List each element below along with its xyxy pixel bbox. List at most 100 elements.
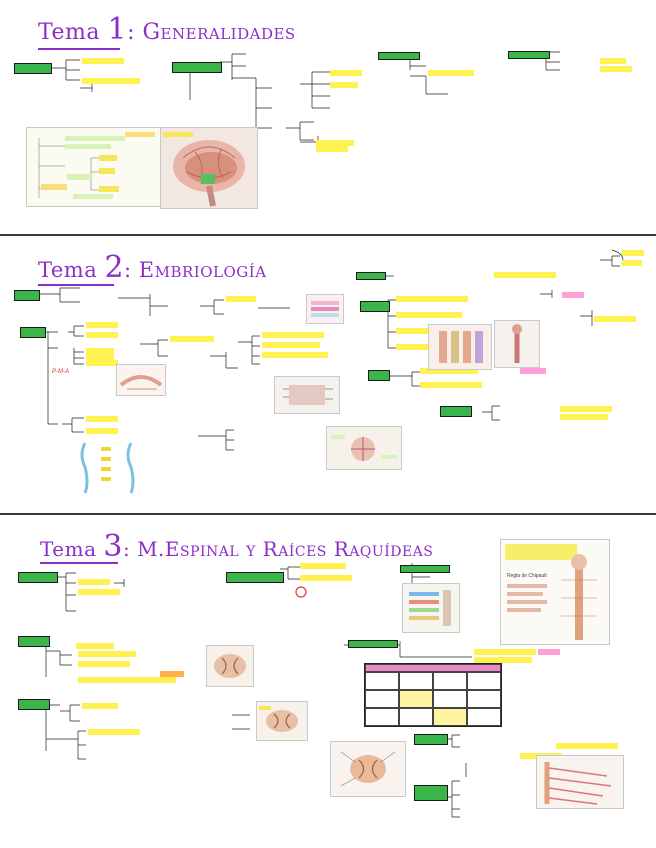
- table-header-row: [365, 664, 501, 672]
- tema2-highlight-24: [622, 260, 642, 266]
- tema1-box-concept: [14, 63, 52, 74]
- tema2-image-5-drawing: [439, 331, 483, 363]
- table-cell: [467, 690, 501, 708]
- table-cell: [399, 690, 433, 708]
- tema3-highlight-11: [474, 649, 536, 655]
- tema3-highlight-12: [474, 657, 532, 663]
- tema2-highlight-19: [420, 368, 478, 374]
- tema1-concept-map-drawing: [38, 132, 155, 199]
- tema3-cross-section-3: [330, 741, 406, 797]
- tema1-highlight-7: [600, 66, 632, 72]
- tema1-highlight-5: [428, 70, 474, 76]
- tema2-box-4: [360, 301, 390, 312]
- tema2-highlight-17: [494, 272, 556, 278]
- tema3-circled-mark-icon: [295, 586, 307, 598]
- tema1-brain-image: [160, 127, 258, 209]
- tema3-highlight-2: [78, 589, 120, 595]
- tema3-highlight-6: [78, 677, 176, 683]
- tema2-box-3: [356, 272, 386, 280]
- tema2-highlight-5: [86, 360, 118, 366]
- tema2-box-6: [440, 406, 472, 417]
- tema2-highlight-18: [594, 316, 636, 322]
- tema1-title: Tema 1: Generalidades: [38, 12, 296, 50]
- table-cell: [399, 672, 433, 690]
- tema2-highlight-6: [86, 416, 118, 422]
- chipault-yellow-note: [505, 544, 577, 560]
- tema2-image-2: [116, 364, 166, 396]
- tema3-cross-section-2-drawing: [259, 706, 298, 732]
- tema3-highlight-1: [78, 579, 110, 585]
- tema3-box-3: [400, 565, 450, 573]
- table-cell: [433, 690, 467, 708]
- table-cell: [433, 708, 467, 726]
- tema3-highlight-7: [82, 703, 118, 709]
- tema3-title: Tema 3: M.Espinal y Raíces Raquídeas: [40, 529, 433, 564]
- tema2-highlight-23: [622, 250, 644, 256]
- tema2-highlight-13: [396, 296, 468, 302]
- tema3-box-1: [18, 572, 58, 583]
- tema1-panel: Tema 1: Generalidades: [0, 0, 656, 233]
- tema3-title-name: M.Espinal y Raíces Raquídeas: [137, 537, 434, 561]
- table-cell: [467, 672, 501, 690]
- tema2-highlight-12: [170, 336, 214, 342]
- tema2-highlight-20: [420, 382, 482, 388]
- tema3-highlight-9: [300, 563, 346, 569]
- table-cell: [365, 690, 399, 708]
- tema2-highlight-9: [262, 332, 324, 338]
- tema2-highlight-3: [86, 348, 114, 354]
- tema3-chipault-image: Regla de Chipault: [500, 539, 610, 645]
- tema1-highlight-1: [82, 58, 124, 64]
- tema1-box-right-2: [508, 51, 550, 59]
- tema3-title-label: Tema: [40, 537, 97, 561]
- tema1-concept-map-image: [26, 127, 162, 207]
- tema2-title-label: Tema: [38, 258, 98, 282]
- tema2-highlight-21: [560, 406, 612, 412]
- tema3-box-6: [348, 640, 398, 648]
- tema1-title-separator: :: [127, 20, 135, 45]
- tema3-box-7: [414, 734, 448, 745]
- tema3-box-4: [18, 636, 50, 647]
- tema3-highlight-13: [556, 743, 618, 749]
- tema3-title-separator: :: [122, 537, 131, 561]
- tema2-image-3: [274, 376, 340, 414]
- tema1-brain-drawing: [163, 132, 245, 207]
- table-cell: [399, 708, 433, 726]
- tema3-reference-table: [364, 663, 502, 727]
- tema2-image-1: [306, 294, 344, 324]
- tema3-panel: Tema 3: M.Espinal y Raíces Raquídeas: [0, 515, 656, 848]
- tema3-highlight-4: [78, 651, 136, 657]
- tema2-image-2-drawing: [119, 375, 163, 390]
- tema1-title-number: 1: [107, 12, 128, 47]
- tema2-pink-highlight-2: [562, 292, 584, 298]
- table-cell: [365, 672, 399, 690]
- tema2-image-5: [428, 324, 492, 370]
- tema3-connectors: [45, 563, 472, 818]
- tema3-box-2: [226, 572, 284, 583]
- tema2-highlight-1: [86, 322, 118, 328]
- tema2-title-separator: :: [124, 258, 132, 282]
- tema3-orange-highlight-1: [160, 671, 184, 677]
- tema1-highlight-4: [330, 82, 358, 88]
- tema2-image-1-drawing: [311, 301, 339, 317]
- tema3-cross-section-2: [256, 701, 308, 741]
- tema3-highlight-8: [88, 729, 140, 735]
- tema2-highlight-8: [226, 296, 256, 302]
- table-cell: [433, 672, 467, 690]
- tema3-highlight-5: [78, 661, 130, 667]
- tema2-box-1: [14, 290, 40, 301]
- tema2-image-4-drawing: [331, 435, 397, 461]
- tema2-image-6-drawing: [512, 324, 522, 363]
- tema3-plexus-image: [536, 755, 624, 809]
- tema3-image-1: [402, 583, 460, 633]
- tema3-box-5: [18, 699, 50, 710]
- table-cell: [365, 708, 399, 726]
- tema3-highlight-3: [76, 643, 114, 649]
- tema3-highlight-10: [300, 575, 352, 581]
- tema3-plexus-drawing: [544, 762, 612, 805]
- tema2-highlight-22: [560, 414, 608, 420]
- tema1-highlight-2: [82, 78, 140, 84]
- tema2-title-number: 2: [104, 250, 125, 285]
- tema3-box-8: [414, 785, 448, 801]
- section-divider-1: [0, 234, 656, 236]
- tema2-embryo-drawing: [80, 442, 135, 494]
